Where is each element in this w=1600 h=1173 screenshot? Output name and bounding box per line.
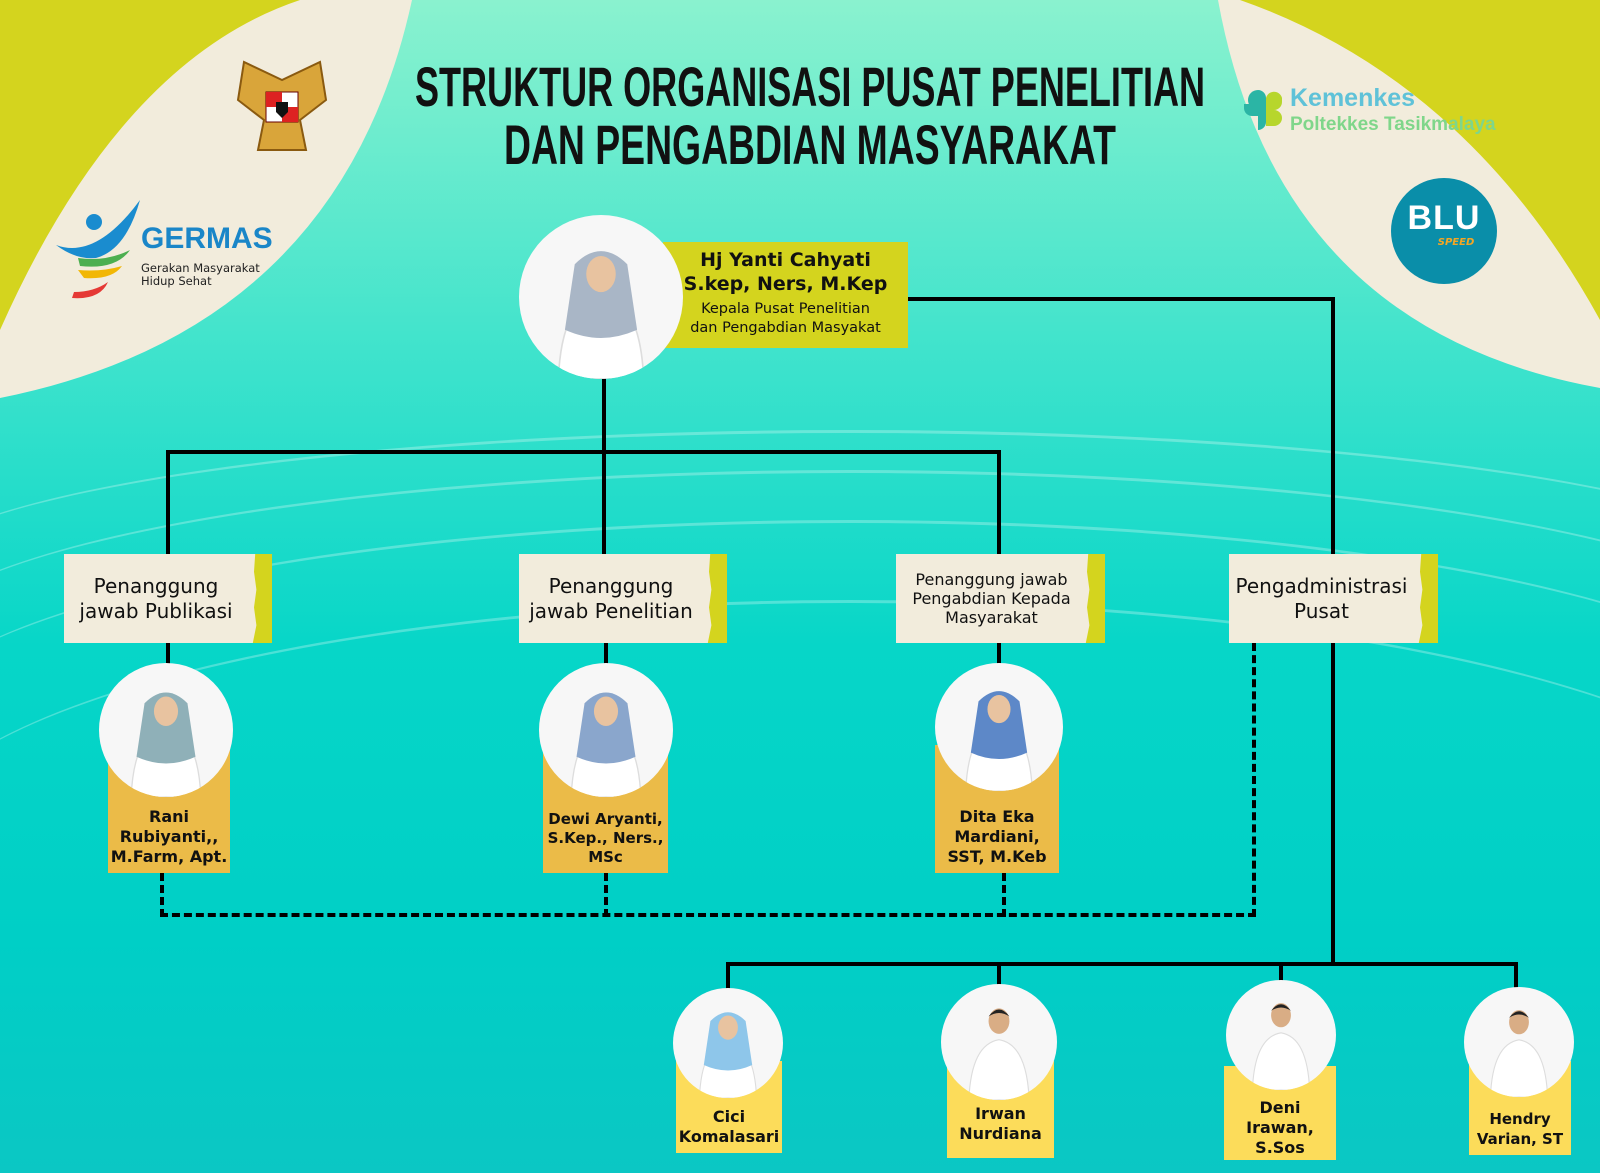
background-wave bbox=[0, 430, 1600, 730]
person-photo-icon bbox=[1251, 1003, 1311, 1090]
dashed-connector bbox=[160, 913, 1256, 917]
connector-line bbox=[604, 643, 608, 673]
poltekkes-logo-text: Poltekkes Tasikmalaya bbox=[1290, 114, 1496, 135]
germas-logo-icon bbox=[56, 200, 140, 299]
dashed-connector bbox=[1252, 643, 1256, 917]
person-photo-icon bbox=[1489, 1010, 1549, 1097]
dashed-connector bbox=[604, 873, 608, 917]
connector-line bbox=[726, 962, 1518, 966]
person-photo-icon bbox=[130, 692, 202, 797]
staff-photo-cici bbox=[673, 988, 783, 1098]
head-role-line-1: Kepala Pusat Penelitian bbox=[701, 301, 870, 317]
person-photo-icon bbox=[965, 691, 1033, 791]
germas-logo-text: GERMAS bbox=[141, 222, 273, 255]
blu-speed-logo: BLU SPEED bbox=[1391, 178, 1497, 284]
germas-tagline-1: Gerakan Masyarakat bbox=[141, 261, 260, 275]
role-box-pengadministrasi: Pengadministrasi Pusat bbox=[1229, 554, 1438, 643]
germas-tagline-2: Hidup Sehat bbox=[141, 274, 212, 288]
head-name-line-2: S.kep, Ners, M.Kep bbox=[683, 273, 888, 295]
person-photo-icon bbox=[698, 1012, 758, 1098]
connector-line bbox=[1279, 962, 1283, 986]
person-photo-rani bbox=[99, 663, 233, 797]
person-photo-icon bbox=[570, 692, 642, 797]
person-name: Dewi Aryanti, S.Kep., Ners., MSc bbox=[547, 810, 664, 866]
person-name: Rani Rubiyanti,, M.Farm, Apt. bbox=[110, 807, 228, 866]
background-wave bbox=[0, 520, 1600, 940]
head-info-box: Hj Yanti Cahyati S.kep, Ners, M.Kep Kepa… bbox=[663, 242, 908, 348]
blu-speed-text: SPEED bbox=[1437, 237, 1475, 248]
role-label: Penanggung jawab Pengabdian Kepada Masya… bbox=[912, 570, 1071, 627]
staff-name: Deni Irawan, S.Sos bbox=[1246, 1098, 1314, 1157]
person-photo-dita bbox=[935, 663, 1063, 791]
connector-line bbox=[997, 643, 1001, 673]
role-box-pengabdian: Penanggung jawab Pengabdian Kepada Masya… bbox=[896, 554, 1105, 643]
connector-line bbox=[905, 297, 1335, 301]
kemenkes-logo-text: Kemenkes bbox=[1290, 84, 1416, 112]
person-photo-icon bbox=[557, 251, 645, 379]
staff-name: Irwan Nurdiana bbox=[959, 1104, 1042, 1143]
dashed-connector bbox=[1002, 873, 1006, 917]
page-title: STRUKTUR ORGANISASI PUSAT PENELITIAN DAN… bbox=[415, 56, 1205, 176]
dashed-connector bbox=[160, 873, 164, 917]
connector-line bbox=[602, 370, 606, 556]
title-line-2: DAN PENGABDIAN MASYARAKAT bbox=[504, 113, 1116, 176]
connector-line bbox=[1331, 643, 1335, 966]
connector-line bbox=[166, 450, 170, 556]
background-wave bbox=[0, 470, 1600, 830]
staff-name: Cici Komalasari bbox=[678, 1107, 780, 1146]
head-photo bbox=[519, 215, 683, 379]
role-box-penelitian: Penanggung jawab Penelitian bbox=[519, 554, 727, 643]
germas-tagline: Gerakan Masyarakat Hidup Sehat bbox=[141, 262, 260, 288]
staff-photo-deni bbox=[1226, 980, 1336, 1090]
role-label: Pengadministrasi Pusat bbox=[1235, 573, 1408, 623]
kemenkes-logo-icon bbox=[1244, 90, 1282, 130]
head-role-line-2: dan Pengabdian Masyakat bbox=[690, 320, 881, 336]
garuda-emblem-icon bbox=[236, 60, 328, 151]
connector-line bbox=[997, 450, 1001, 556]
connector-line bbox=[166, 643, 170, 673]
title-line-1: STRUKTUR ORGANISASI PUSAT PENELITIAN bbox=[415, 56, 1205, 118]
person-name: Dita Eka Mardiani, SST, M.Keb bbox=[947, 807, 1047, 866]
blu-logo-text: BLU bbox=[1407, 199, 1481, 237]
role-label: Penanggung jawab Penelitian bbox=[529, 573, 693, 623]
connector-line bbox=[166, 450, 1001, 454]
role-label: Penanggung jawab Publikasi bbox=[79, 573, 233, 623]
connector-line bbox=[1331, 297, 1335, 556]
person-photo-icon bbox=[968, 1008, 1030, 1100]
background-wave bbox=[0, 600, 1600, 1100]
connector-line bbox=[726, 962, 730, 990]
connector-line bbox=[1514, 962, 1518, 988]
staff-name: Hendry Varian, ST bbox=[1476, 1110, 1564, 1148]
staff-photo-hendry bbox=[1464, 987, 1574, 1097]
connector-line bbox=[997, 962, 1001, 986]
role-box-publikasi: Penanggung jawab Publikasi bbox=[64, 554, 272, 643]
staff-photo-irwan bbox=[941, 984, 1057, 1100]
person-photo-dewi bbox=[539, 663, 673, 797]
head-name-line-1: Hj Yanti Cahyati bbox=[700, 249, 871, 271]
